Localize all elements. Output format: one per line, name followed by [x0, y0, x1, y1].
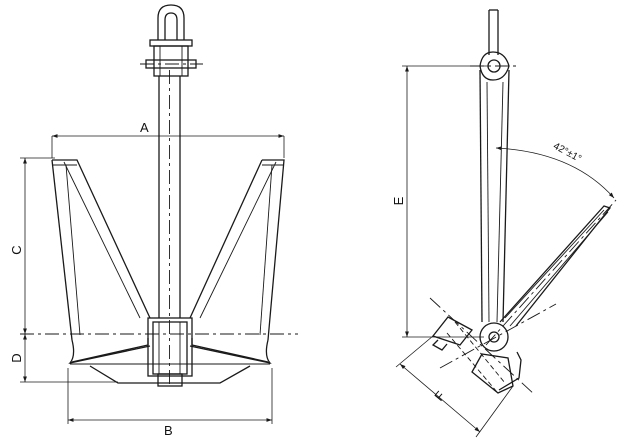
front-view: A B C D [9, 4, 298, 438]
side-dimensions [395, 65, 615, 438]
dim-label-f: F [431, 388, 448, 404]
side-shackle [470, 9, 520, 81]
left-fluke [51, 159, 151, 341]
dim-label-d: D [9, 353, 24, 362]
dim-label-b: B [164, 423, 173, 438]
side-shank [479, 69, 510, 323]
front-dimensions [20, 134, 285, 424]
dim-label-c: C [9, 245, 24, 254]
side-crown [429, 297, 557, 396]
shackle [140, 4, 203, 77]
side-fluke [485, 199, 617, 346]
dim-label-e: E [391, 196, 406, 205]
shank [158, 70, 181, 385]
angle-label: 42°±1° [551, 141, 583, 165]
crown [20, 317, 298, 387]
dim-label-a: A [140, 120, 149, 135]
right-fluke [189, 159, 285, 341]
side-view: E F 42°±1° [391, 9, 617, 438]
